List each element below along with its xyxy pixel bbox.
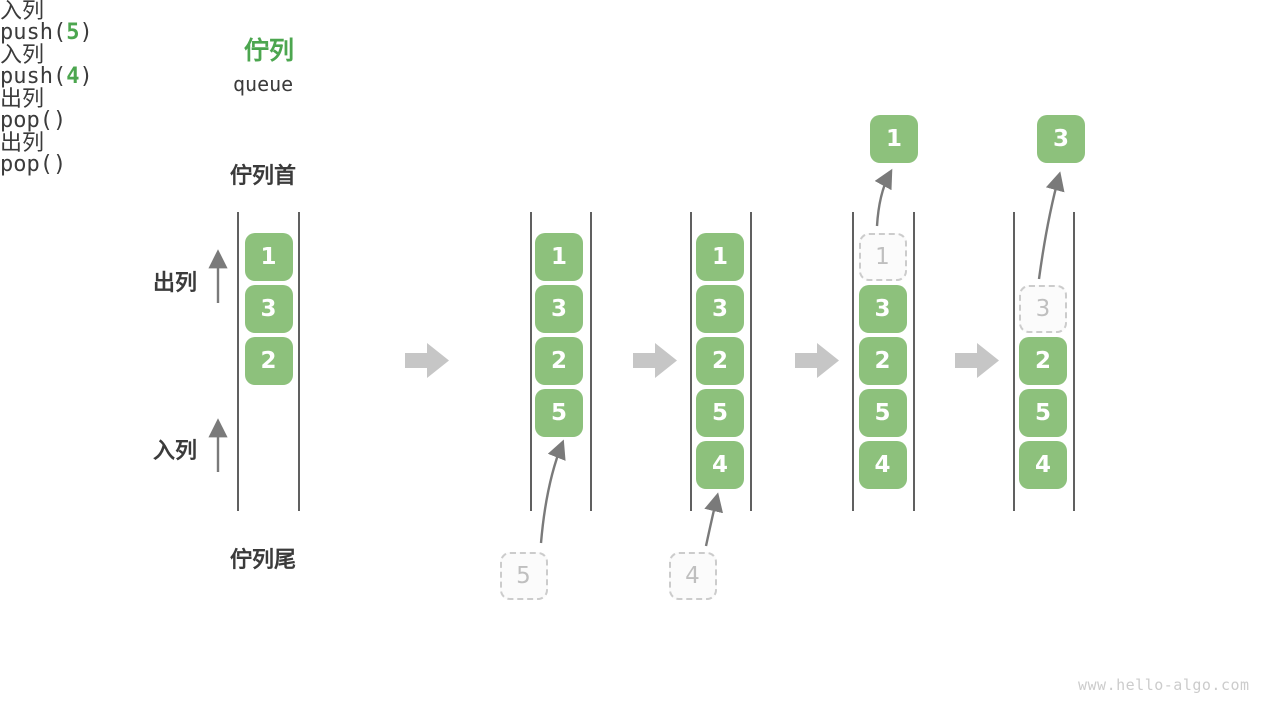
- push-arg: 5: [66, 20, 80, 45]
- queue-box: 4: [858, 441, 907, 489]
- pop-arrow-1: [874, 168, 893, 227]
- popped-box: 3: [1037, 115, 1085, 163]
- diagram-subtitle: queue: [233, 72, 294, 96]
- queue-box: 4: [1019, 441, 1067, 489]
- push-op-label: 入列: [0, 0, 45, 23]
- enqueue-side-label: 入列: [153, 438, 198, 463]
- queue-box: 2: [1019, 337, 1067, 385]
- pop-op-label: 出列: [0, 86, 45, 111]
- queue-box: 5: [535, 389, 583, 437]
- state-transition-arrow: [795, 343, 839, 378]
- popped-box: 1: [870, 115, 918, 163]
- dequeue-side-label: 出列: [153, 270, 198, 295]
- queue-box: 3: [244, 285, 293, 333]
- queue-wall: [1013, 212, 1015, 511]
- queue-box: 3: [858, 285, 907, 333]
- ghost-box: 3: [1019, 285, 1067, 333]
- queue-wall: [298, 212, 300, 511]
- queue-box: 5: [1019, 389, 1067, 437]
- state-transition-arrow: [405, 343, 449, 378]
- state-transition-arrow: [633, 343, 677, 378]
- queue-box: 1: [696, 233, 744, 281]
- queue-box: 1: [535, 233, 583, 281]
- push-op-code: push(5): [0, 20, 93, 45]
- queue-box: 2: [244, 337, 293, 385]
- queue-box: 2: [696, 337, 744, 385]
- queue-box: 5: [858, 389, 907, 437]
- queue-wall: [530, 212, 532, 511]
- ghost-box: 1: [858, 233, 907, 281]
- queue-box: 3: [696, 285, 744, 333]
- diagram-title: 佇列: [244, 37, 295, 65]
- queue-wall: [1073, 212, 1075, 511]
- queue-box: 2: [535, 337, 583, 385]
- queue-wall: [590, 212, 592, 511]
- queue-front-label: 佇列首: [230, 163, 297, 188]
- queue-box: 5: [696, 389, 744, 437]
- queue-box: 3: [535, 285, 583, 333]
- push-op-code: push(4): [0, 64, 93, 89]
- push-arg: 4: [66, 64, 80, 89]
- state-transition-arrow: [955, 343, 999, 378]
- push-ghost-box: 4: [668, 552, 717, 600]
- pop-arrow-2: [1037, 171, 1065, 280]
- queue-wall: [690, 212, 692, 511]
- queue-box: 1: [244, 233, 293, 281]
- queue-box: 2: [858, 337, 907, 385]
- queue-wall: [750, 212, 752, 511]
- push-ghost-box: 5: [499, 552, 548, 600]
- queue-wall: [913, 212, 915, 511]
- push-op-label: 入列: [0, 42, 45, 67]
- push-arrow-1: [539, 439, 566, 544]
- queue-wall: [852, 212, 854, 511]
- queue-rear-label: 佇列尾: [230, 547, 297, 572]
- watermark: www.hello-algo.com: [1078, 676, 1250, 694]
- push-arrow-2: [704, 492, 724, 547]
- queue-wall: [237, 212, 239, 511]
- pop-op-code: pop(): [0, 152, 67, 177]
- pop-op-label: 出列: [0, 130, 45, 155]
- pop-op-code: pop(): [0, 108, 67, 133]
- queue-box: 4: [696, 441, 744, 489]
